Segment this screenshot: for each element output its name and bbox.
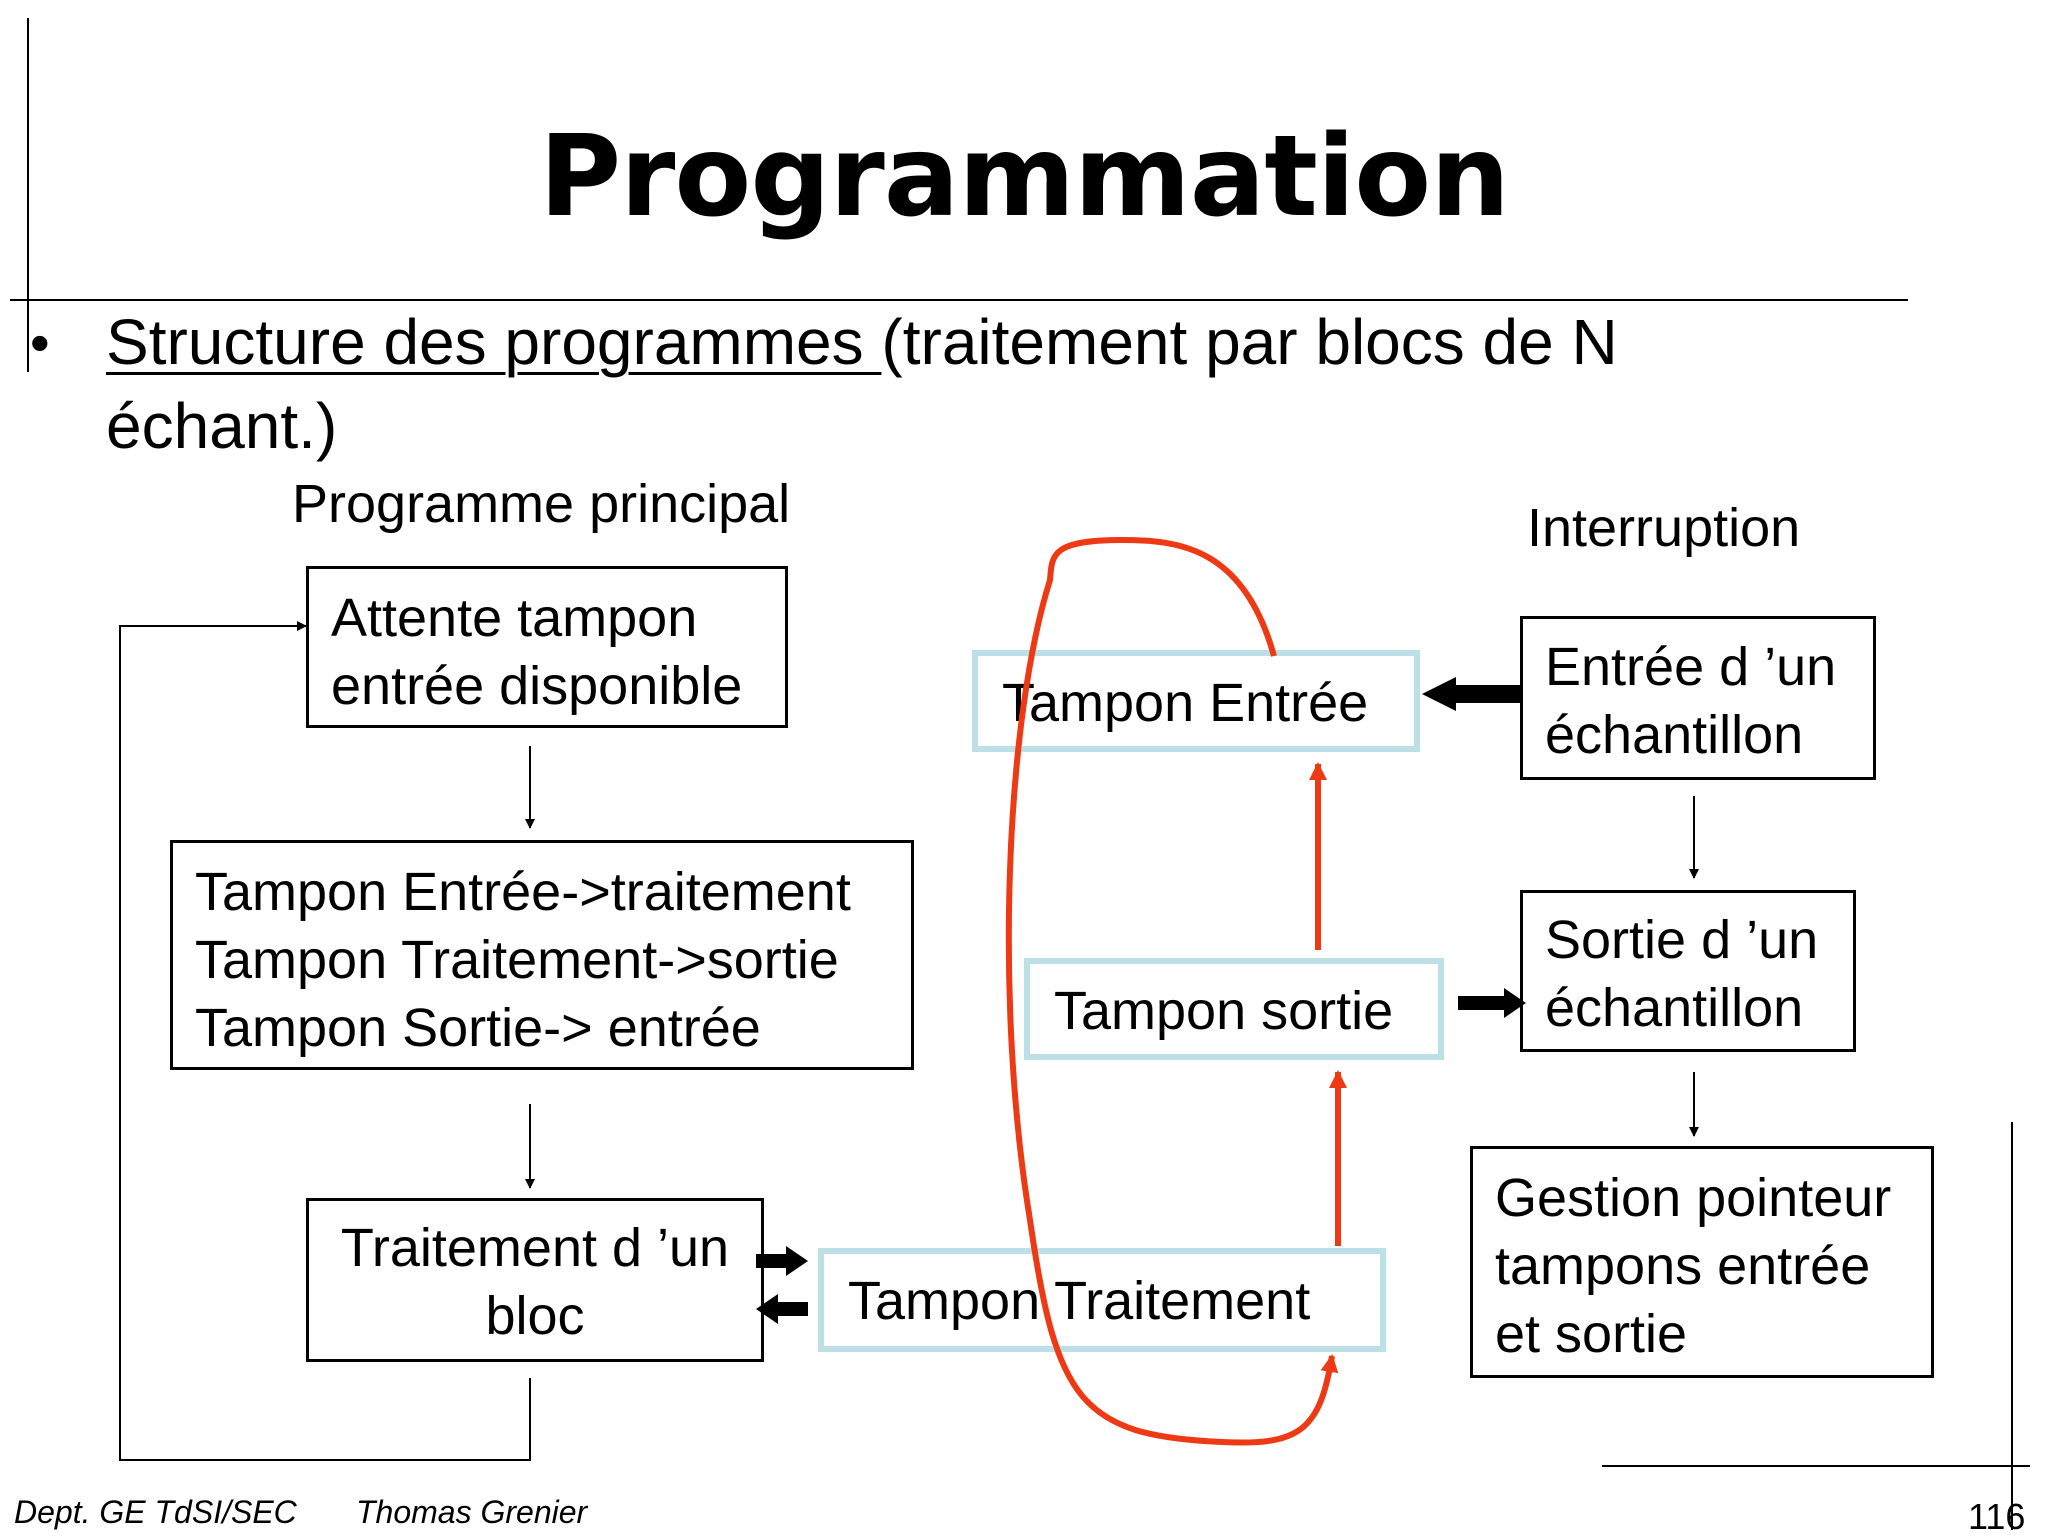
sample-input-line-2: échantillon (1545, 705, 1804, 765)
bullet-marker: • (30, 311, 50, 374)
sample-output-line-1: Sortie d ’un (1545, 910, 1819, 970)
page-number: 116 (1968, 1496, 2026, 1537)
bullet-text: Structure des programmes (traitement par… (106, 300, 1786, 468)
wait-buffer-line-2: entrée disponible (331, 656, 743, 716)
footer-author: Thomas Grenier (356, 1494, 588, 1530)
processing-buffer: Tampon Traitement (818, 1248, 1386, 1352)
process-line-1: Traitement d ’un (340, 1218, 730, 1278)
output-buffer: Tampon sortie (1024, 958, 1444, 1060)
bullet-rest-text: (traitement par blocs de N échant.) (106, 306, 1618, 462)
process-line-2: bloc (485, 1286, 585, 1346)
main-program-label: Programme principal (292, 474, 791, 534)
swap-line-3: Tampon Sortie-> entrée (195, 998, 761, 1058)
input-buffer: Tampon Entrée (972, 650, 1420, 752)
process-block-box: Traitement d ’un bloc (306, 1198, 764, 1362)
pointer-line-2: tampons entrée (1495, 1236, 1871, 1296)
bullet-underlined-text: Structure des programmes (106, 306, 882, 378)
sample-input-line-1: Entrée d ’un (1545, 637, 1837, 697)
wait-buffer-box: Attente tampon entrée disponible (306, 566, 788, 728)
pointer-management-box: Gestion pointeur tampons entrée et sorti… (1470, 1146, 1934, 1378)
swap-line-2: Tampon Traitement->sortie (195, 930, 839, 990)
footer-department: Dept. GE TdSI/SEC (14, 1494, 297, 1530)
sample-output-line-2: échantillon (1545, 978, 1804, 1038)
wait-buffer-line-1: Attente tampon (331, 588, 698, 648)
swap-buffers-box: Tampon Entrée->traitement Tampon Traitem… (170, 840, 914, 1070)
interrupt-label: Interruption (1527, 498, 1801, 558)
pointer-line-1: Gestion pointeur (1495, 1168, 1892, 1228)
pointer-line-3: et sortie (1495, 1304, 1688, 1364)
sample-input-box: Entrée d ’un échantillon (1520, 616, 1876, 780)
swap-line-1: Tampon Entrée->traitement (195, 862, 851, 922)
sample-output-box: Sortie d ’un échantillon (1520, 890, 1856, 1052)
slide-title: Programmation (539, 112, 1510, 242)
